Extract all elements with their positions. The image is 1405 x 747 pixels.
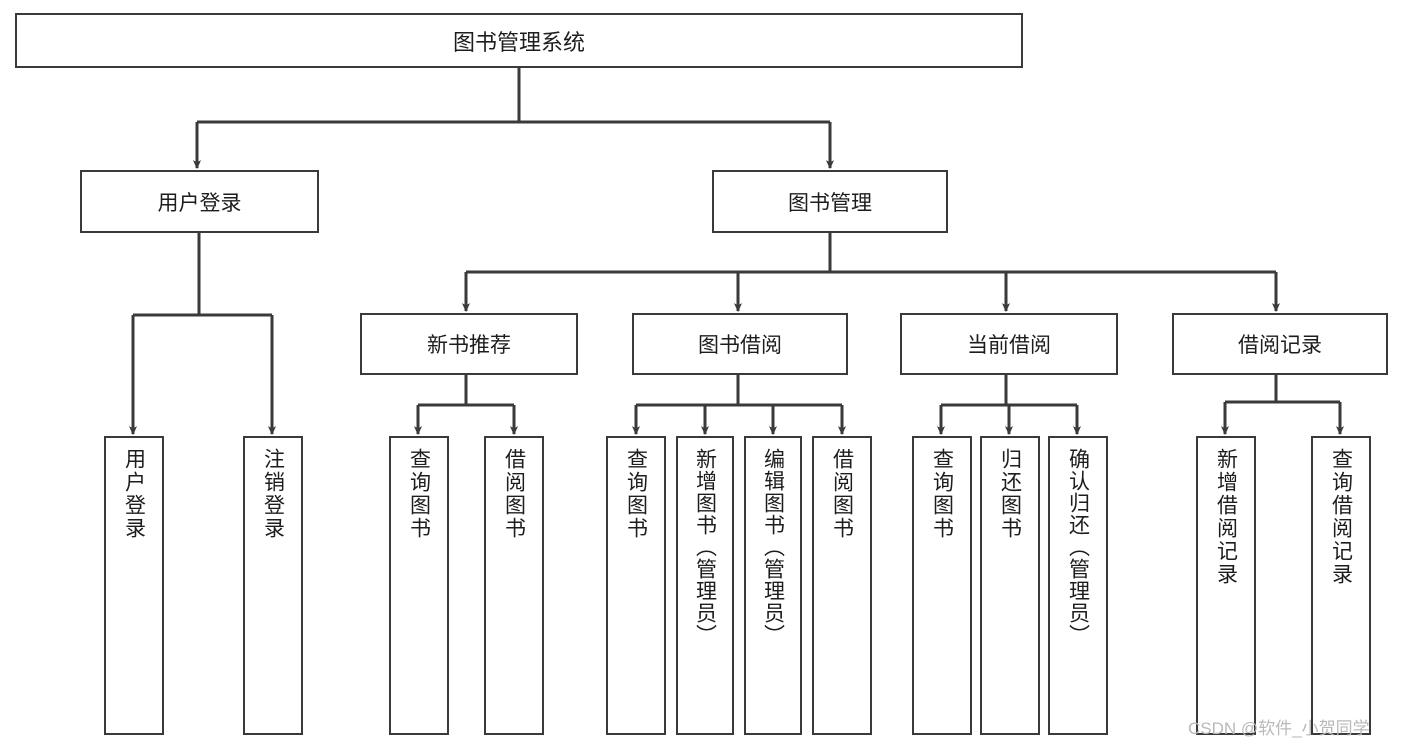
node-current-borrow[interactable]: 当前借阅 (900, 313, 1118, 375)
leaf-query-book-3[interactable]: 查询图书 (912, 436, 972, 735)
node-book-manage[interactable]: 图书管理 (712, 170, 948, 233)
leaf-borrow-book-2-label: 借阅图书 (830, 448, 854, 540)
leaf-borrow-book-2[interactable]: 借阅图书 (812, 436, 872, 735)
node-borrow-record-label: 借阅记录 (1238, 334, 1322, 357)
leaf-query-book-3-label: 查询图书 (930, 448, 954, 540)
leaf-query-book-2-label: 查询图书 (624, 448, 648, 540)
node-new-book-recommend-label: 新书推荐 (427, 334, 511, 357)
leaf-edit-book[interactable]: 编辑图书（管理员） (744, 436, 802, 735)
leaf-query-book-2[interactable]: 查询图书 (606, 436, 666, 735)
node-current-borrow-label: 当前借阅 (967, 334, 1051, 357)
leaf-confirm-return-label: 确认归还（管理员） (1066, 448, 1090, 646)
leaf-add-record[interactable]: 新增借阅记录 (1196, 436, 1256, 735)
leaf-confirm-return[interactable]: 确认归还（管理员） (1048, 436, 1108, 735)
leaf-user-login[interactable]: 用户登录 (104, 436, 164, 735)
leaf-borrow-book-1[interactable]: 借阅图书 (484, 436, 544, 735)
node-book-borrow-label: 图书借阅 (698, 334, 782, 357)
leaf-edit-book-label: 编辑图书（管理员） (761, 448, 785, 646)
node-book-borrow[interactable]: 图书借阅 (632, 313, 848, 375)
leaf-add-record-label: 新增借阅记录 (1214, 448, 1238, 586)
node-book-manage-label: 图书管理 (788, 191, 872, 215)
node-root[interactable]: 图书管理系统 (15, 13, 1023, 68)
node-user-login-label: 用户登录 (157, 191, 242, 215)
watermark: CSDN @软件_小贺同学 (1188, 719, 1370, 738)
node-borrow-record[interactable]: 借阅记录 (1172, 313, 1388, 375)
leaf-borrow-book-1-label: 借阅图书 (502, 448, 526, 540)
leaf-return-book-label: 归还图书 (998, 448, 1022, 540)
leaf-query-record[interactable]: 查询借阅记录 (1311, 436, 1371, 735)
leaf-query-book-1-label: 查询图书 (407, 448, 431, 540)
node-root-label: 图书管理系统 (452, 29, 585, 55)
node-new-book-recommend[interactable]: 新书推荐 (360, 313, 578, 375)
leaf-query-record-label: 查询借阅记录 (1329, 448, 1353, 586)
leaf-logout[interactable]: 注销登录 (243, 436, 303, 735)
leaf-add-book-label: 新增图书（管理员） (693, 448, 717, 646)
leaf-logout-label: 注销登录 (261, 448, 285, 540)
leaf-user-login-label: 用户登录 (122, 448, 146, 540)
node-user-login[interactable]: 用户登录 (80, 170, 319, 233)
leaf-return-book[interactable]: 归还图书 (980, 436, 1040, 735)
leaf-query-book-1[interactable]: 查询图书 (389, 436, 449, 735)
leaf-add-book[interactable]: 新增图书（管理员） (676, 436, 734, 735)
